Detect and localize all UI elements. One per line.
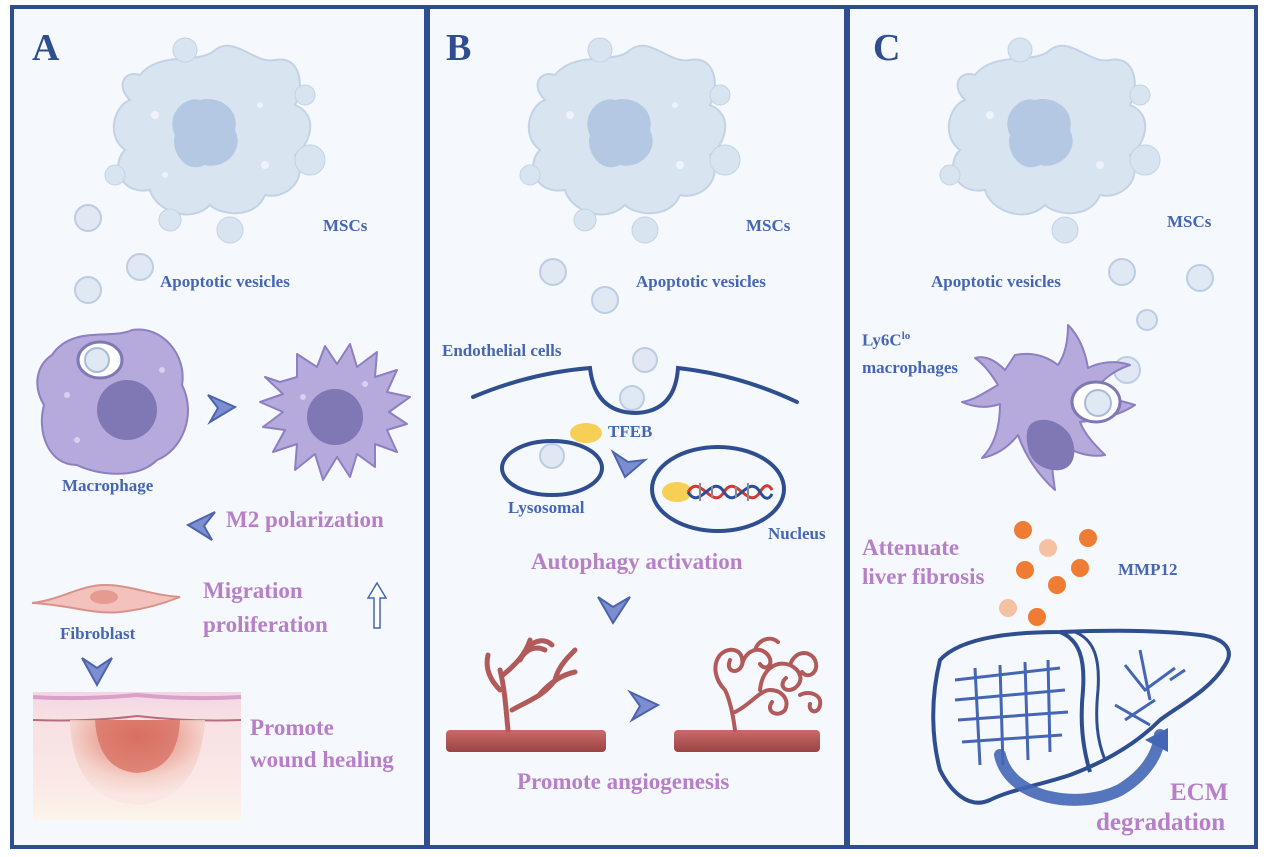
msc-cell-a [104, 37, 326, 244]
up-arrow-icon [366, 581, 388, 629]
tfeb-label: TFEB [608, 422, 653, 441]
liver [931, 628, 1231, 806]
msc-cell-b [519, 37, 741, 244]
msc-cell-c [939, 37, 1161, 244]
blood-vessel-before [446, 637, 606, 752]
macrophage-label: Macrophage [62, 476, 154, 495]
vesicle-label-c: Apoptotic vesicles [931, 272, 1061, 291]
mmp12-label: MMP12 [1118, 560, 1178, 579]
nucleus [650, 445, 786, 533]
endothelial-membrane [471, 365, 799, 416]
ecm-label-line2: degradation [1096, 809, 1226, 836]
chevron-icon-b3 [626, 689, 661, 723]
endothelial-label: Endothelial cells [442, 341, 562, 360]
ly6c-macrophage-cell [961, 324, 1136, 491]
tfeb-marker [570, 423, 602, 443]
ly6c-label-line2: macrophages [862, 358, 959, 377]
autophagy-label: Autophagy activation [531, 549, 743, 574]
panel-letter-b: B [446, 27, 472, 69]
panel-letter-c: C [873, 27, 901, 69]
lysosome [500, 439, 604, 497]
lysosomal-label: Lysosomal [508, 498, 585, 517]
blood-vessel-after [674, 636, 823, 752]
skin-wound [32, 692, 242, 820]
nucleus-label: Nucleus [768, 524, 826, 543]
fibroblast-cell [31, 583, 181, 614]
proliferation-label: proliferation [203, 612, 328, 637]
msc-label-c: MSCs [1167, 212, 1212, 231]
vesicle-label-b: Apoptotic vesicles [636, 272, 766, 291]
wound-label-line2: wound healing [250, 747, 394, 772]
ly6c-label-sup: lo [901, 330, 911, 342]
ecm-label-line1: ECM [1170, 779, 1229, 806]
m2-macrophage-cell [259, 343, 411, 481]
angiogenesis-label: Promote angiogenesis [517, 769, 730, 794]
fibroblast-label: Fibroblast [60, 624, 136, 643]
chevron-icon-b2 [597, 596, 631, 625]
fibrosis-label-line2: liver fibrosis [862, 564, 985, 589]
vesicle-label-a: Apoptotic vesicles [160, 272, 290, 291]
ly6c-label-line1: Ly6Clo [862, 330, 910, 351]
migration-label: Migration [203, 578, 303, 603]
chevron-icon-a3 [81, 657, 113, 688]
msc-label-b: MSCs [746, 216, 791, 235]
m2-polarization-label: M2 polarization [226, 507, 384, 532]
chevron-icon-a2 [185, 511, 216, 541]
ly6c-label-prefix: Ly6C [862, 330, 902, 350]
free-vesicles [74, 204, 1214, 411]
macrophage-cell [36, 328, 189, 475]
panel-letter-a: A [32, 27, 60, 69]
msc-label-a: MSCs [323, 216, 368, 235]
chevron-icon-a1 [207, 394, 238, 425]
fibrosis-label-line1: Attenuate [862, 535, 960, 560]
chevron-icon-b1 [610, 449, 649, 479]
wound-label-line1: Promote [250, 715, 334, 740]
